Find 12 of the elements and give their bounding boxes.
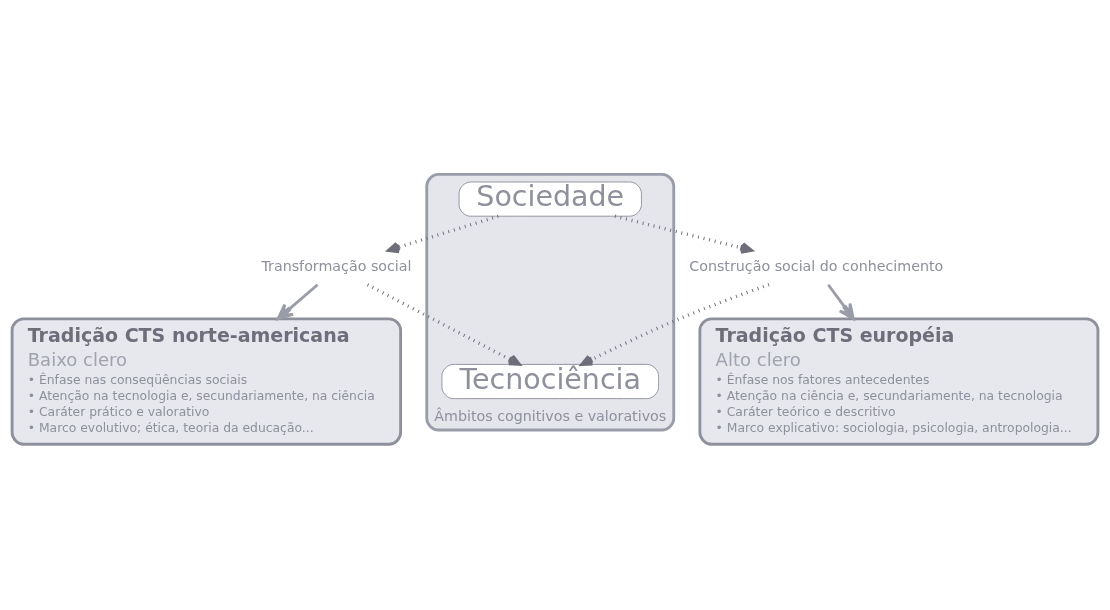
- node-box: Sociedade: [458, 181, 642, 217]
- node-box: Tradição CTS norte-americana Baixo clero • Ênfase nas conseqüências sociais • Atenção na tecnologia e, secundariamente, na ciência • Caráter prático e valorativo • Marco evolutivo; ética, teoria da educação...: [10, 316, 403, 446]
- arrow: [366, 282, 521, 366]
- arrow: [276, 283, 319, 320]
- arrow: [827, 283, 855, 320]
- node-box: Tecnociência: [441, 363, 660, 399]
- node-text: Construção social do conhecimento: [689, 257, 944, 274]
- node-box: Tradição CTS européia Alto clero • Ênfase nos fatores antecedentes • Atenção na ciência e, secundariamente, na tecnologia • Caráter teórico e descritivo • Marco explicativo: sociologia, psicologia, antropologia...: [698, 316, 1100, 446]
- arrow: [580, 282, 770, 366]
- node-text: Transformação social: [261, 257, 412, 274]
- arrow: [387, 214, 499, 253]
- arrow: [614, 214, 753, 254]
